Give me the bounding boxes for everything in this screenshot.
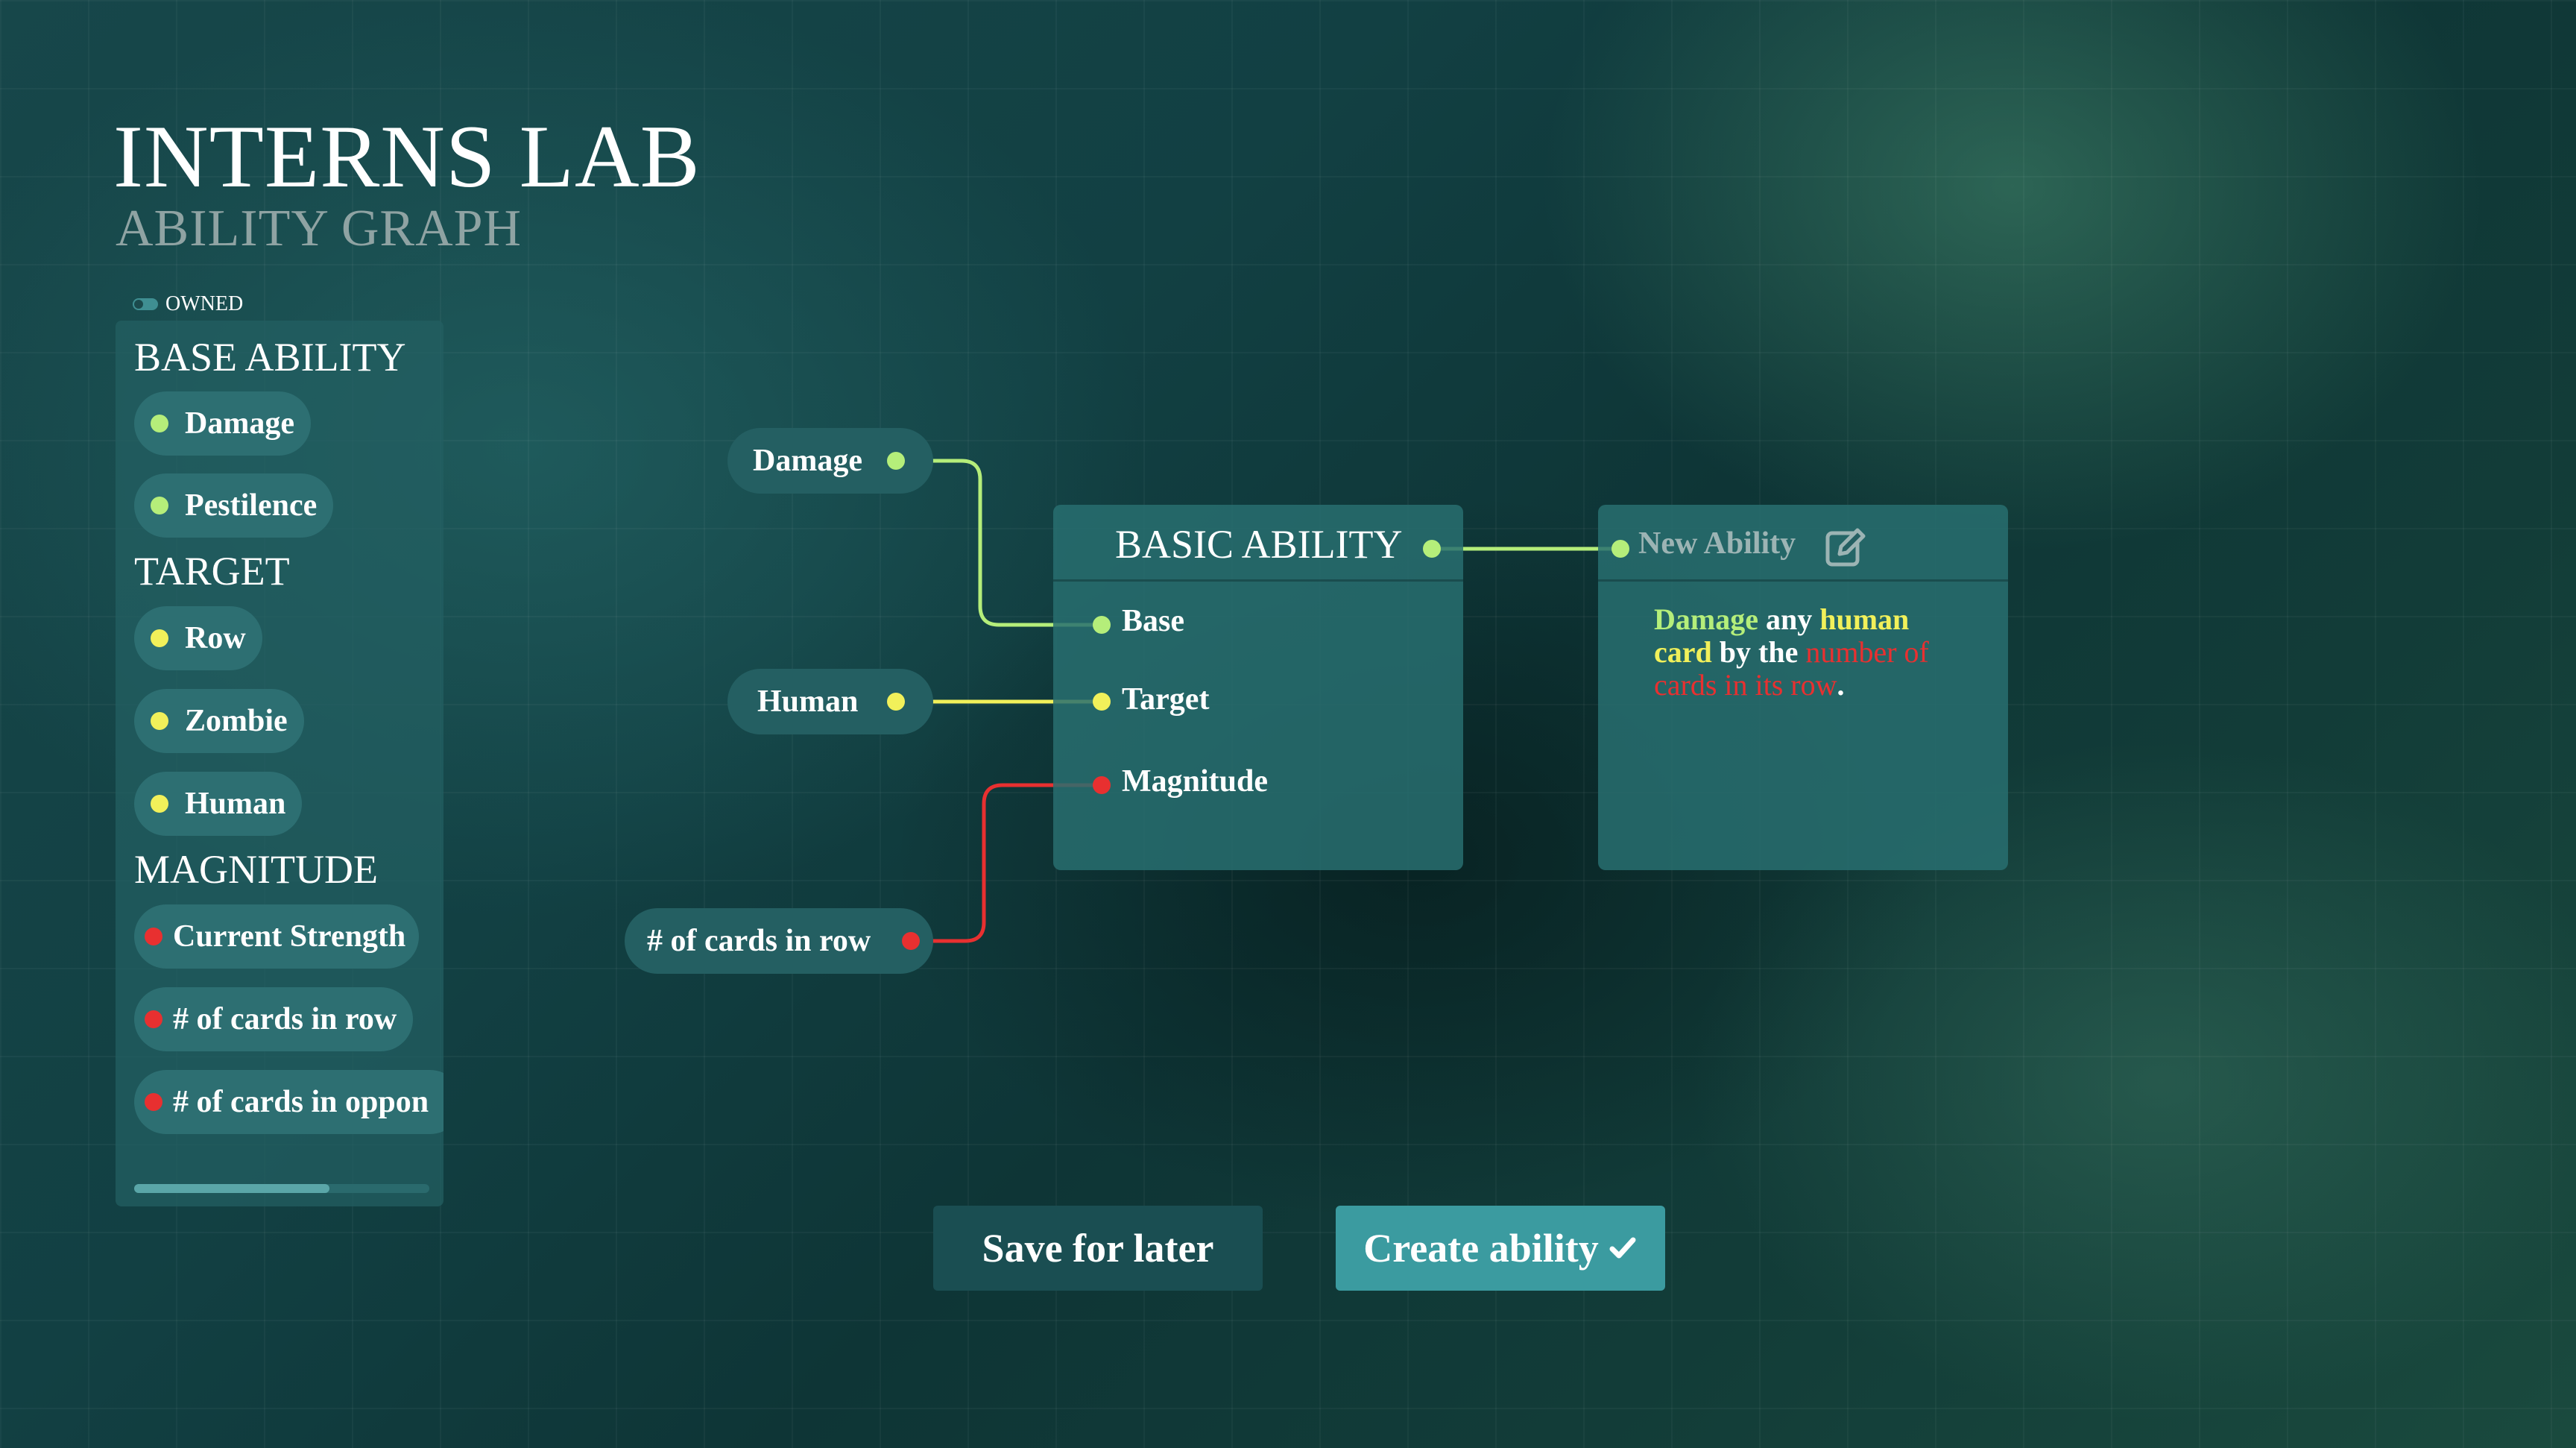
- pencil-square-icon[interactable]: [1823, 524, 1868, 569]
- input-node-base[interactable]: Damage: [727, 428, 933, 494]
- input-node-magnitude[interactable]: # of cards in row: [625, 908, 933, 974]
- target-port-dot: [151, 795, 168, 813]
- base-port-dot: [151, 497, 168, 514]
- palette-item-cards-in-row[interactable]: # of cards in row: [134, 987, 414, 1051]
- new-ability-description: Damage any human card by the number of c…: [1654, 603, 1974, 702]
- palette-item-damage[interactable]: Damage: [134, 391, 311, 456]
- magnitude-port-dot: [145, 928, 162, 945]
- palette-item-zombie[interactable]: Zombie: [134, 689, 304, 753]
- owned-toggle[interactable]: [133, 298, 158, 310]
- port-label-target: Target: [1122, 682, 1210, 717]
- palette-item-label: # of cards in row: [173, 1002, 397, 1036]
- create-ability-button[interactable]: Create ability: [1336, 1206, 1665, 1291]
- desc-target: human card: [1654, 602, 1910, 669]
- magnitude-input-port[interactable]: [1093, 776, 1111, 794]
- palette-scrollbar[interactable]: [134, 1184, 429, 1193]
- new-ability-input-port[interactable]: [1611, 540, 1629, 558]
- input-node-label: Damage: [753, 444, 862, 478]
- check-icon: [1609, 1237, 1636, 1259]
- save-for-later-button[interactable]: Save for later: [933, 1206, 1263, 1291]
- input-node-target[interactable]: Human: [727, 669, 933, 734]
- basic-ability-header: BASIC ABILITY: [1053, 505, 1463, 582]
- desc-text: .: [1837, 668, 1845, 702]
- palette-item-current-strength[interactable]: Current Strength: [134, 904, 420, 969]
- target-input-port[interactable]: [1093, 693, 1111, 711]
- input-node-label: # of cards in row: [647, 924, 871, 958]
- palette-item-label: Current Strength: [173, 919, 406, 954]
- section-heading-base-ability: BASE ABILITY: [134, 335, 406, 380]
- target-port-dot: [151, 629, 168, 647]
- port-label-magnitude: Magnitude: [1122, 764, 1269, 799]
- desc-text: by the: [1711, 635, 1806, 669]
- target-port-dot: [151, 712, 168, 730]
- input-node-label: Human: [757, 684, 859, 719]
- basic-ability-node[interactable]: BASIC ABILITY Base Target Magnitude: [1053, 505, 1463, 870]
- owned-label: OWNED: [165, 292, 244, 315]
- palette-item-row[interactable]: Row: [134, 606, 262, 670]
- palette-item-label: Human: [185, 787, 286, 821]
- new-ability-name[interactable]: New Ability: [1638, 526, 1796, 561]
- node-output-port[interactable]: [887, 452, 905, 470]
- palette-scrollbar-thumb[interactable]: [134, 1184, 329, 1193]
- ability-palette: BASE ABILITY Damage Pestilence TARGET Ro…: [116, 321, 443, 1206]
- port-label-base: Base: [1122, 604, 1184, 638]
- create-button-label: Create ability: [1363, 1226, 1599, 1271]
- page-title: INTERNS LAB: [113, 107, 701, 206]
- magnitude-port-dot: [145, 1010, 162, 1028]
- palette-item-label: # of cards in oppon: [173, 1085, 429, 1119]
- palette-item-human[interactable]: Human: [134, 772, 303, 836]
- desc-magnitude: number of cards in its row: [1654, 635, 1929, 702]
- desc-base: Damage: [1654, 602, 1758, 636]
- save-button-label: Save for later: [982, 1226, 1214, 1271]
- new-ability-node[interactable]: New Ability Damage any human card by the…: [1598, 505, 2008, 870]
- node-output-port[interactable]: [887, 693, 905, 711]
- palette-item-label: Zombie: [185, 704, 288, 738]
- palette-item-cards-in-opponent-row[interactable]: # of cards in oppon: [134, 1070, 443, 1134]
- section-heading-magnitude: MAGNITUDE: [134, 847, 378, 892]
- new-ability-header: New Ability: [1598, 505, 2008, 582]
- palette-item-label: Pestilence: [185, 488, 318, 523]
- palette-item-label: Row: [185, 621, 246, 655]
- desc-text: any: [1758, 602, 1820, 636]
- magnitude-port-dot: [145, 1093, 162, 1111]
- basic-ability-output-port[interactable]: [1423, 540, 1441, 558]
- base-port-dot: [151, 415, 168, 432]
- node-output-port[interactable]: [902, 932, 920, 950]
- owned-filter[interactable]: OWNED: [133, 292, 243, 316]
- basic-ability-title: BASIC ABILITY: [1115, 522, 1403, 567]
- page-subtitle: ABILITY GRAPH: [116, 200, 523, 257]
- section-heading-target: TARGET: [134, 549, 290, 594]
- palette-item-pestilence[interactable]: Pestilence: [134, 473, 334, 538]
- palette-item-label: Damage: [185, 406, 294, 441]
- base-input-port[interactable]: [1093, 616, 1111, 634]
